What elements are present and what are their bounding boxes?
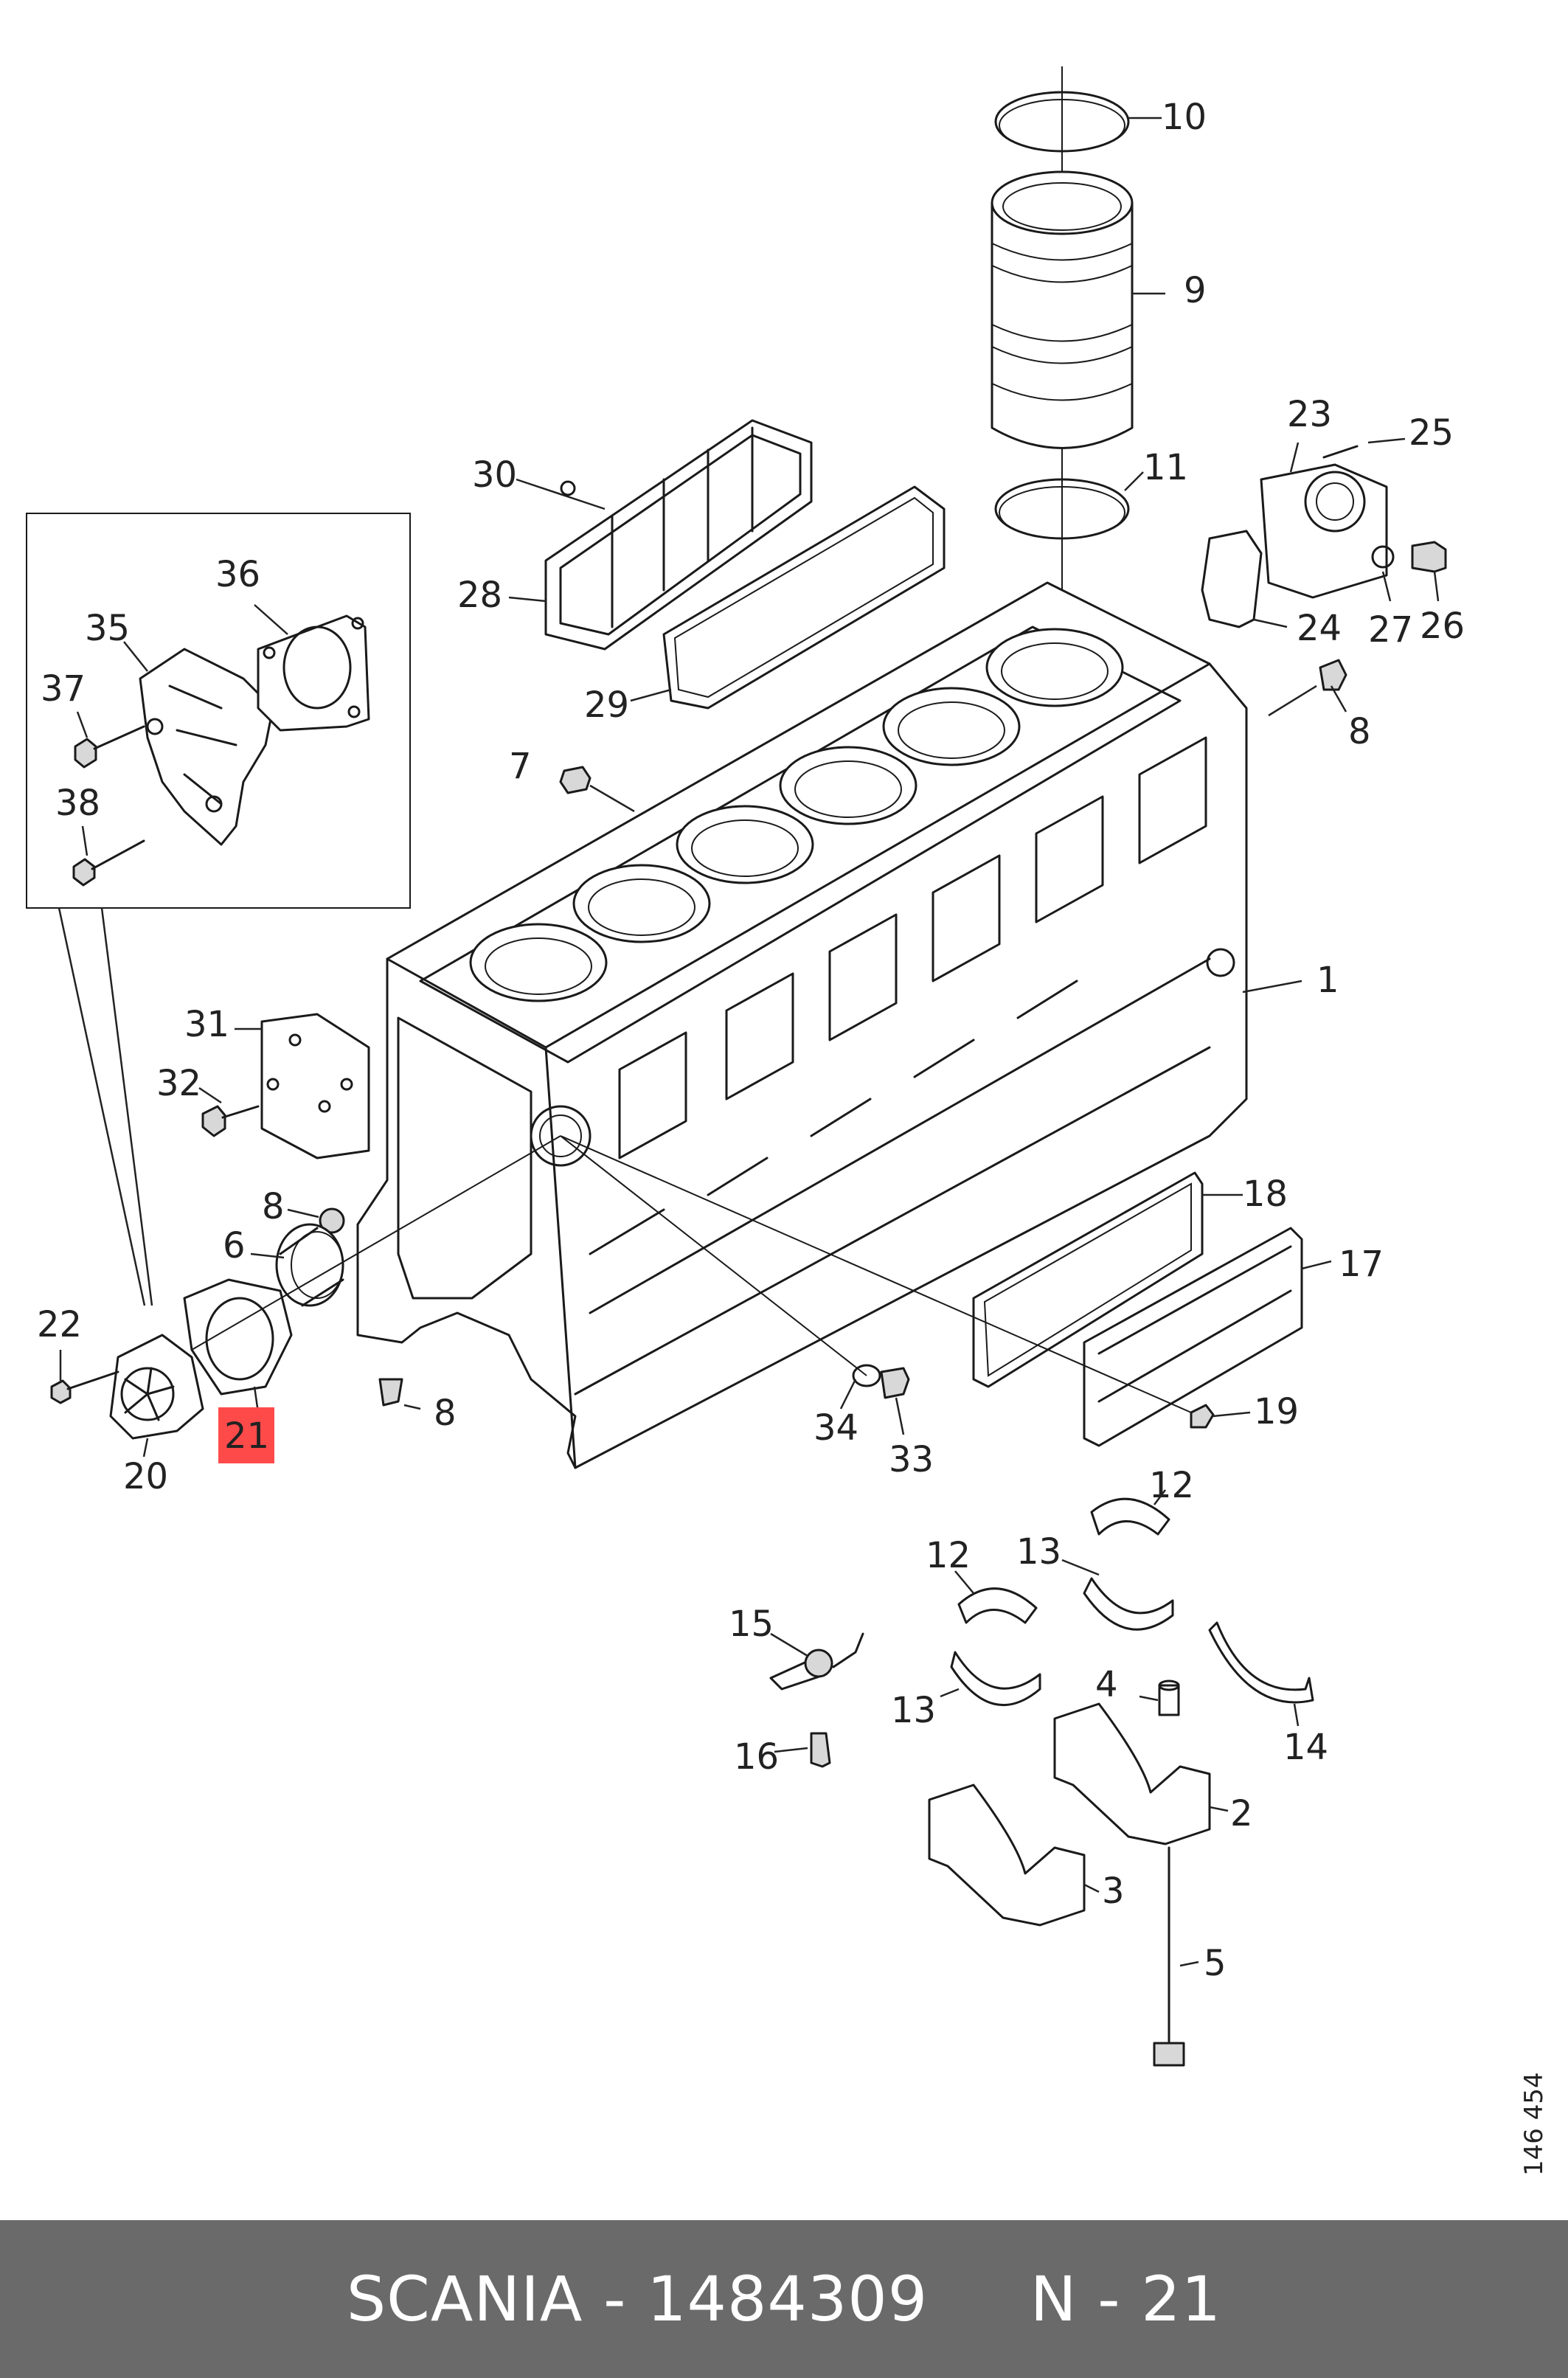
callout-15: 15 — [729, 1604, 774, 1645]
callout-38: 38 — [55, 783, 100, 824]
callout-3: 3 — [1102, 1871, 1125, 1912]
callout-21: 21 — [224, 1415, 269, 1457]
callout-5: 5 — [1204, 1943, 1227, 1984]
callout-22: 22 — [37, 1304, 82, 1345]
callout-8-low: 8 — [434, 1393, 457, 1434]
callout-18: 18 — [1243, 1174, 1288, 1215]
callout-37: 37 — [41, 668, 86, 710]
drawing-reference-number: 146 454 — [1519, 2072, 1549, 2176]
callout-24: 24 — [1297, 608, 1342, 649]
footer-bar: SCANIA - 1484309 N - 21 — [0, 2220, 1568, 2378]
callout-26: 26 — [1420, 606, 1465, 647]
highlight-badge — [218, 1407, 274, 1463]
bearing-shells — [940, 1489, 1314, 1727]
callout-14: 14 — [1283, 1727, 1328, 1768]
callout-23: 23 — [1287, 394, 1332, 435]
bolt-part — [74, 725, 145, 769]
callout-20: 20 — [123, 1456, 168, 1497]
side-plate-group — [560, 1135, 1332, 1447]
callout-16: 16 — [734, 1736, 779, 1778]
cylinder-bores — [469, 628, 1124, 1002]
callout-4: 4 — [1095, 1664, 1118, 1705]
callout-33: 33 — [889, 1439, 934, 1480]
callout-28: 28 — [457, 575, 502, 616]
callout-11: 11 — [1143, 447, 1188, 488]
long-bolt-part — [72, 839, 145, 887]
gasket-part — [257, 614, 370, 732]
thermostat-housing-group — [1201, 437, 1447, 628]
callout-8-mid: 8 — [262, 1186, 285, 1227]
callout-27: 27 — [1368, 609, 1413, 651]
exploded-parts-diagram: 1 2 3 4 5 6 7 8 8 8 9 10 11 12 12 13 13 … — [26, 66, 1465, 2067]
callout-12-left: 12 — [926, 1535, 971, 1576]
callout-10: 10 — [1162, 97, 1207, 138]
callout-30: 30 — [472, 454, 517, 496]
footer-caption: SCANIA - 1484309 N - 21 — [346, 2263, 1222, 2335]
callout-34: 34 — [814, 1407, 858, 1449]
plug-parts — [287, 659, 1347, 1410]
side-cover-group — [508, 419, 946, 710]
callout-25: 25 — [1409, 412, 1454, 454]
callout-35: 35 — [85, 608, 130, 649]
drain-plug-group — [560, 1135, 910, 1435]
callout-29: 29 — [584, 684, 629, 726]
callout-12-right: 12 — [1149, 1465, 1194, 1506]
callout-8-top: 8 — [1348, 711, 1371, 752]
callout-19: 19 — [1254, 1391, 1299, 1432]
callout-36: 36 — [215, 554, 260, 595]
bracket-part — [139, 648, 274, 846]
callout-7: 7 — [509, 746, 532, 787]
callout-13-right: 13 — [1016, 1531, 1061, 1573]
bearing-cap-group — [928, 1679, 1229, 2067]
inset-box — [26, 513, 411, 1306]
callout-2: 2 — [1230, 1793, 1253, 1834]
pump-group — [50, 1135, 561, 1457]
crankcase-openings — [618, 736, 1207, 1159]
callout-31: 31 — [184, 1004, 229, 1045]
oil-nozzle-group — [769, 1632, 864, 1768]
callout-17: 17 — [1339, 1244, 1384, 1285]
callout-labels: 1 2 3 4 5 6 7 8 8 8 9 10 11 12 12 13 13 … — [37, 97, 1465, 1984]
callout-13-left: 13 — [891, 1690, 936, 1731]
callout-32: 32 — [156, 1063, 201, 1104]
front-plate-group — [198, 1013, 370, 1159]
engine-block — [356, 581, 1302, 1469]
callout-6: 6 — [223, 1225, 246, 1266]
callout-9: 9 — [1184, 270, 1207, 311]
callout-1: 1 — [1317, 960, 1339, 1001]
cylinder-liner-group — [991, 66, 1165, 708]
